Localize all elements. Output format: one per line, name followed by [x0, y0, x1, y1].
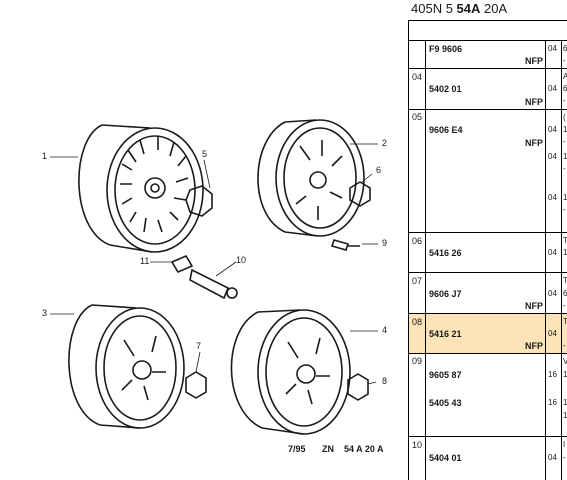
- table-row[interactable]: 10 5404 01 04 I -: [412, 440, 566, 463]
- table-row[interactable]: 07 9606 J7 NFP 04 T 6 -: [412, 276, 567, 311]
- column-divider: [425, 40, 426, 480]
- sub-code: 20A: [484, 1, 508, 16]
- callout-2: 2: [382, 138, 388, 148]
- callout-9: 9: [382, 238, 388, 248]
- footer-ref: 54 A 20 A: [344, 444, 384, 454]
- cap-8-icon: [347, 373, 369, 401]
- bolt-9-icon: [330, 239, 360, 251]
- column-divider: [561, 40, 562, 480]
- wheel-1-icon: [78, 124, 204, 253]
- cap-5-icon: [185, 185, 213, 217]
- wheel-2-icon: [257, 119, 365, 237]
- table-row[interactable]: F9 9606 NFP 04 6 -: [429, 44, 567, 66]
- wheel-4-icon: [230, 309, 351, 435]
- highlighted-row-bg: [408, 313, 567, 353]
- callout-11: 11: [140, 256, 150, 266]
- wheel-illustration: [50, 119, 378, 435]
- table-row[interactable]: 09 9605 87 5405 43 16 16 V 1 1 1: [412, 356, 567, 420]
- table-row[interactable]: 05 9606 E4 NFP 04 04 04 ( 1 - 1 - 1 -: [412, 112, 567, 214]
- callout-3: 3: [42, 308, 48, 318]
- callout-5: 5: [202, 149, 208, 159]
- page-header: 405N 5 54A 20A: [411, 1, 507, 16]
- table-border-top: [408, 20, 567, 21]
- table-row[interactable]: 04 5402 01 NFP 04 A 6 -: [412, 72, 567, 107]
- cap-6-icon: [349, 181, 371, 207]
- callout-6: 6: [376, 165, 382, 175]
- footer-zone: ZN: [322, 444, 334, 454]
- parts-diagram: 1 2 3 4 5 6 7 8 9 10 11 7/95 ZN 54 A 20 …: [42, 119, 388, 454]
- callout-8: 8: [382, 376, 388, 386]
- cap-7-icon: [185, 371, 207, 399]
- row-divider: [408, 109, 567, 110]
- callout-10: 10: [236, 255, 247, 265]
- row-divider: [408, 68, 567, 69]
- callout-1: 1: [42, 151, 48, 161]
- row-divider: [408, 272, 567, 273]
- table-row[interactable]: 06 5416 26 04 T 1: [412, 236, 567, 258]
- parts-table: 405N 5 54A 20A F9 9606 NFP 04 6 - 04 540…: [408, 0, 567, 480]
- column-divider: [545, 40, 546, 480]
- row-divider: [408, 353, 567, 354]
- row-divider: [408, 232, 567, 233]
- callout-7: 7: [196, 341, 202, 351]
- row-divider: [408, 313, 567, 314]
- footer-date: 7/95: [288, 444, 306, 454]
- wheel-3-icon: [68, 304, 185, 429]
- valve-icon: [170, 254, 238, 300]
- model-code: 405N 5: [411, 1, 453, 16]
- table-border-left: [408, 20, 409, 480]
- row-divider: [408, 40, 567, 41]
- callout-4: 4: [382, 325, 388, 335]
- table-row-selected[interactable]: 08 5416 21 NFP 04 T -: [412, 317, 567, 351]
- group-code: 54A: [456, 1, 481, 16]
- row-divider: [408, 436, 567, 437]
